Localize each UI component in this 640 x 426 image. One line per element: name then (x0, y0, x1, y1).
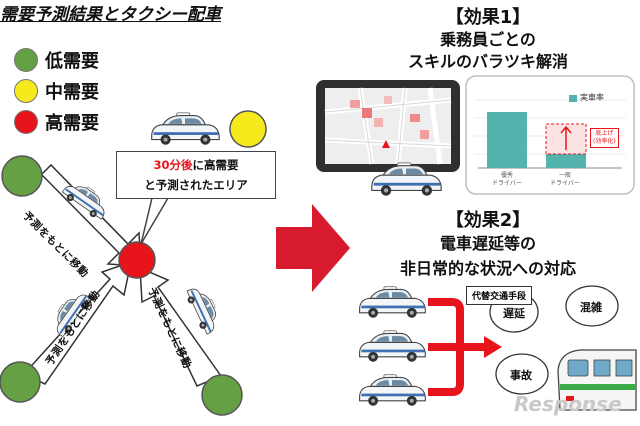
chart-legend-swatch (569, 95, 577, 102)
detour-connector (428, 298, 484, 396)
legend-mid-label: 中需要 (45, 82, 99, 103)
diagram-title: 需要予測結果とタクシー配車 (0, 5, 221, 25)
legend-mid-swatch (14, 79, 38, 103)
legend-low: 低需要 (14, 47, 99, 73)
effect2-label: 【効果2】 (445, 210, 531, 231)
detour-arrow-head (484, 336, 502, 358)
chart-legend: 実車率 (580, 93, 604, 102)
cloud-text-delay: 遅延 (503, 307, 525, 320)
chart-note: 底上げ (効率化) (590, 128, 619, 148)
callout-line1: に高需要 (192, 158, 239, 172)
cloud-text-crowding: 混雑 (580, 301, 602, 314)
cloud-accident (495, 353, 549, 395)
bar-excellent (487, 112, 527, 168)
bar-general (546, 154, 586, 168)
low-demand-area-top-left (1, 155, 43, 197)
detour-label: 代替交通手段 (466, 286, 533, 305)
chart-note-line2: (効率化) (593, 138, 616, 145)
tablet-map (316, 80, 460, 172)
cloud-text-accident: 事故 (510, 369, 532, 382)
callout-pointer (140, 197, 170, 245)
legend-mid: 中需要 (14, 78, 99, 104)
effect1-label: 【効果1】 (445, 7, 531, 28)
chart-category-general: 一般ドライバー (550, 172, 580, 187)
big-arrow (276, 204, 350, 292)
low-demand-area-bottom-right (201, 374, 243, 416)
callout-time: 30分後 (153, 158, 193, 172)
callout-line2: と予測されたエリア (144, 178, 248, 192)
train-icon (557, 349, 637, 411)
effect1-line2: スキルのバラツキ解消 (407, 52, 568, 71)
watermark: Response (514, 392, 622, 416)
low-demand-area-bottom-left (0, 361, 41, 403)
legend-low-swatch (14, 48, 38, 72)
effect2-line2: 非日常的な状況への対応 (399, 259, 576, 278)
legend-high-swatch (14, 110, 38, 134)
arrow-bottom-left (22, 260, 133, 385)
arrow-bottom-right (139, 266, 223, 387)
taxi-icon (151, 112, 220, 146)
uplift-arrow (560, 125, 572, 150)
taxi-icon (359, 330, 426, 363)
chart-note-line1: 底上げ (595, 130, 614, 137)
effect1-line1: 乗務員ごとの (440, 30, 536, 49)
high-demand-callout: 30分後に高需要 と予測されたエリア (116, 151, 276, 199)
taxi-icon (359, 374, 426, 407)
legend-high-label: 高需要 (45, 113, 99, 134)
legend-high: 高需要 (14, 109, 99, 135)
taxi-icon (183, 282, 225, 336)
taxi-icon (359, 286, 426, 319)
mid-demand-area (229, 110, 267, 148)
high-demand-area (118, 241, 156, 279)
chart-category-excellent: 優秀ドライバー (492, 172, 522, 187)
cloud-crowding (565, 285, 619, 327)
legend-low-label: 低需要 (45, 51, 99, 72)
effect2-line1: 電車遅延等の (439, 234, 536, 253)
